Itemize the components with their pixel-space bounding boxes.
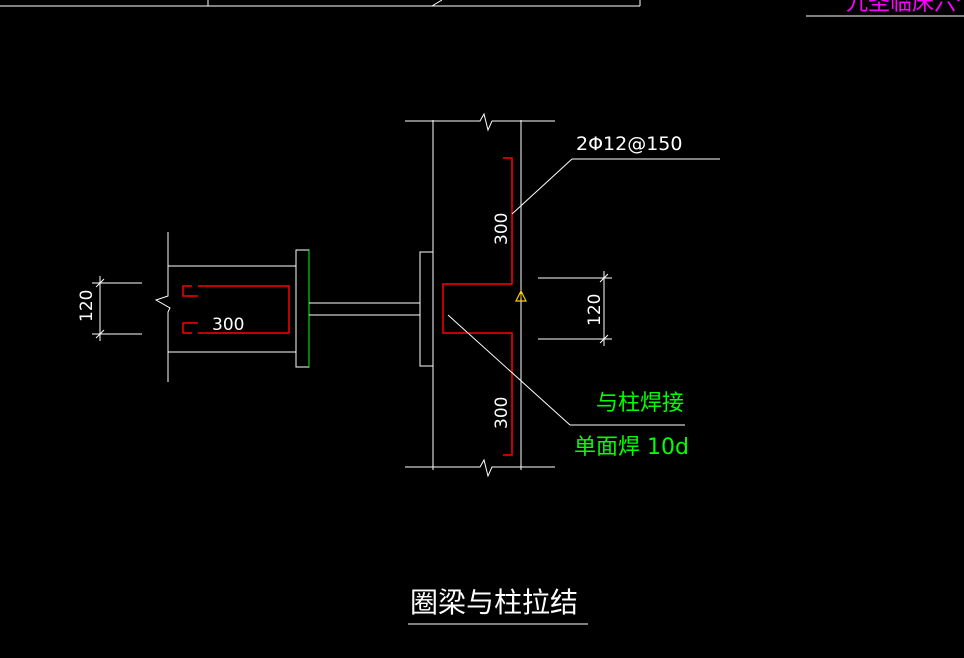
top-right-fragment-text: 九圣临床六个 [846,0,964,16]
drawing-title: 圈梁与柱拉结 [410,586,578,619]
weld-note-leader [447,314,685,426]
ring-beam [154,232,296,382]
column-top-break-line [405,112,555,132]
dimension-left-120 [92,276,142,341]
dimension-right-120-label: 120 [585,294,605,326]
dimension-left-120-label: 120 [77,290,97,322]
column-rebar [442,157,513,456]
top-border-fragment [0,0,641,7]
ring-beam-break-line [154,232,171,382]
tie-bar [309,302,420,316]
single-side-weld-note: 单面焊 10d [574,435,689,460]
top-right-title-fragment: 九圣临床六个 [806,0,964,17]
column-rebar-top-length-label: 300 [492,213,512,245]
rebar-spec-leader [511,158,720,215]
column-bottom-break-line [405,458,555,478]
column-rebar-bottom-length-label: 300 [492,397,512,429]
dimension-right-120 [538,271,612,346]
ring-beam-rebar [182,285,290,334]
column-embedded-plate [419,251,434,367]
rebar-spec-label: 2Φ12@150 [576,133,683,155]
steel-plates [295,249,434,368]
weld-to-column-note: 与柱焊接 [596,391,684,416]
warning-marker-icon [515,289,527,302]
beam-rebar-length-label: 300 [212,315,244,335]
